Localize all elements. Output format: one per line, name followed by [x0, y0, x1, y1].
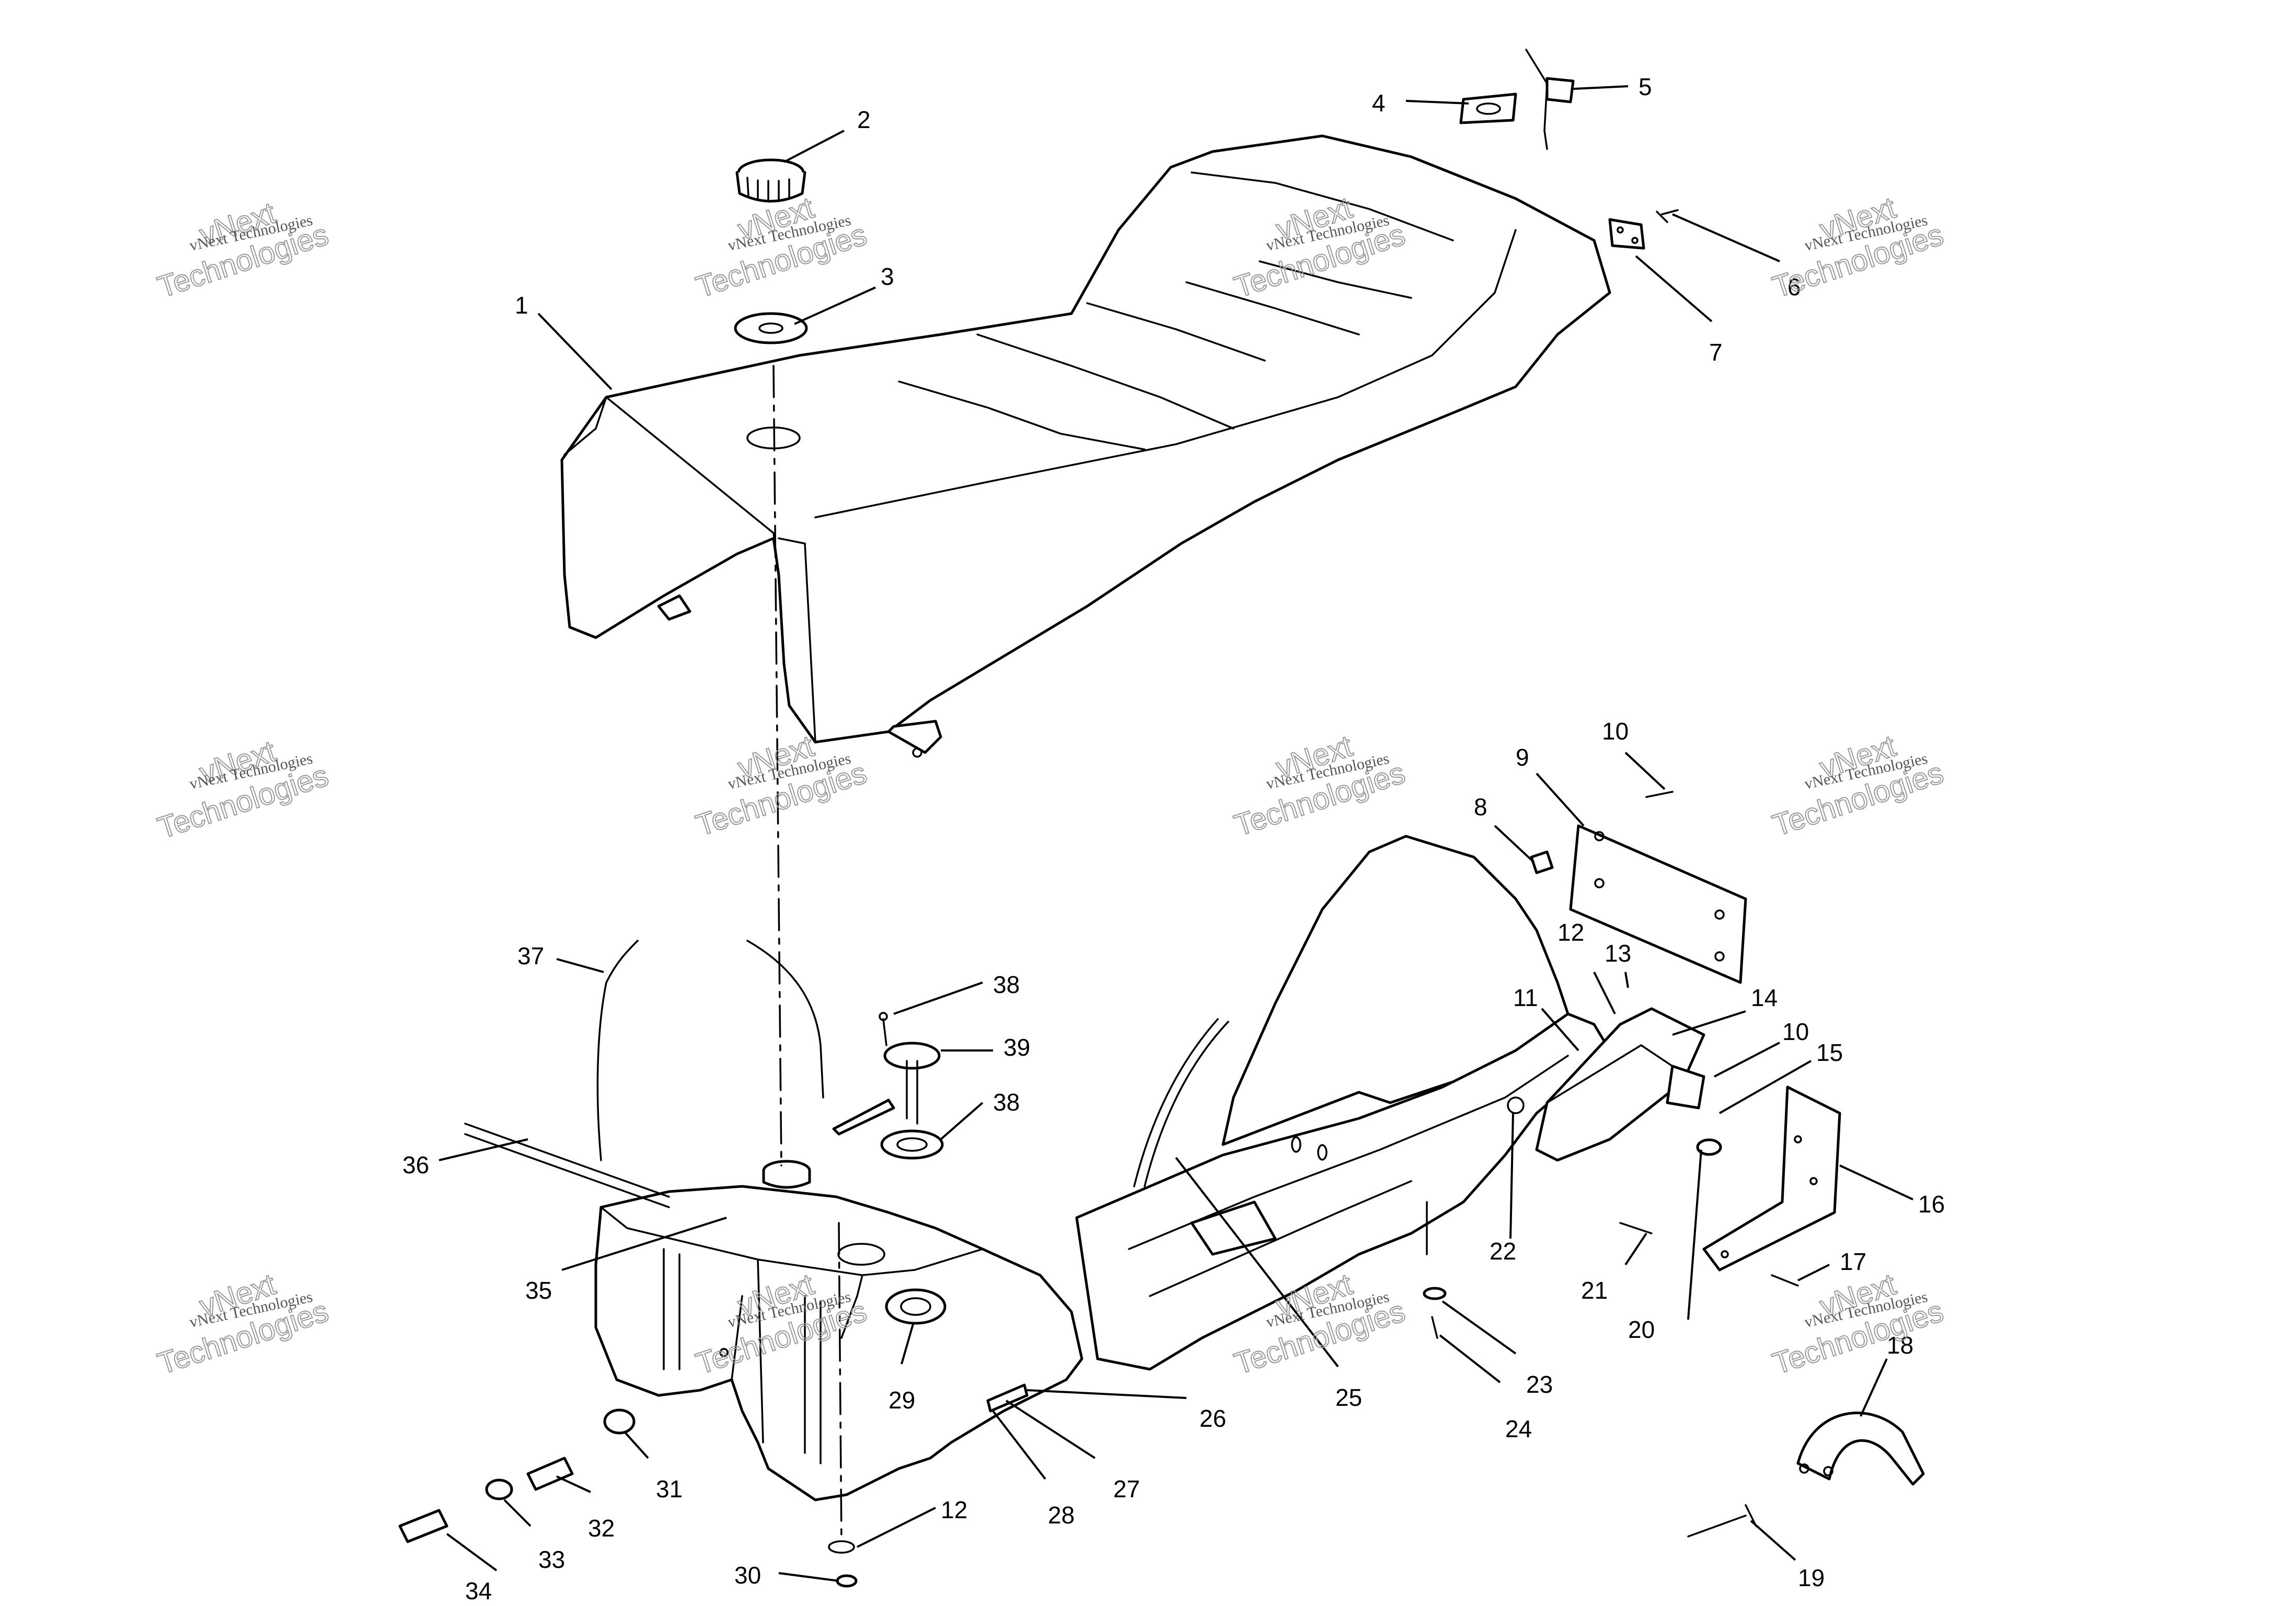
callout-12b: 12 — [941, 1496, 967, 1523]
watermark-1: vNext Technologies vNext Technologies — [153, 195, 333, 305]
watermark-7: vNext Technologies vNext Technologies — [1230, 729, 1410, 844]
leader-lines — [439, 85, 1913, 1582]
bracket-part — [1459, 49, 1575, 150]
callouts: 1 2 3 4 5 6 7 8 9 10 11 12 13 14 10 15 1… — [402, 73, 1945, 1604]
fuel-sender-part — [832, 1012, 944, 1160]
watermark-5: vNext Technologies vNext Technologies — [153, 734, 333, 846]
side-bracket-part — [1702, 1085, 1841, 1272]
callout-39: 39 — [1003, 1034, 1030, 1061]
callout-21: 21 — [1581, 1277, 1608, 1304]
callout-11: 11 — [1513, 984, 1538, 1011]
fuel-tank-part — [594, 1160, 1083, 1501]
plate-part — [1530, 791, 1747, 984]
callout-10a: 10 — [1602, 718, 1629, 745]
callout-37: 37 — [517, 942, 544, 969]
callout-14: 14 — [1751, 984, 1778, 1011]
fittings-part — [398, 1222, 1799, 1588]
callout-7: 7 — [1709, 339, 1723, 366]
taillight-housing-part — [1507, 1007, 1722, 1162]
callout-1: 1 — [515, 292, 528, 319]
callout-9: 9 — [1516, 744, 1529, 771]
fuel-cap-part — [735, 158, 806, 203]
clip-part — [1608, 209, 1679, 250]
callout-5: 5 — [1639, 73, 1652, 100]
callout-20: 20 — [1628, 1316, 1655, 1343]
callout-38a: 38 — [993, 971, 1020, 998]
callout-8: 8 — [1474, 793, 1487, 821]
chassis-part — [1075, 835, 1611, 1371]
callout-22: 22 — [1490, 1238, 1516, 1265]
callout-6: 6 — [1787, 273, 1801, 301]
watermark-6: vNext Technologies vNext Technologies — [691, 729, 871, 844]
assembly-lines — [772, 365, 843, 1543]
callout-27: 27 — [1113, 1475, 1140, 1503]
callout-12a: 12 — [1557, 919, 1584, 946]
hose-part — [464, 940, 1229, 1208]
callout-24: 24 — [1505, 1415, 1532, 1442]
callout-17: 17 — [1840, 1248, 1866, 1275]
callout-33: 33 — [538, 1546, 565, 1573]
callout-29: 29 — [889, 1387, 915, 1414]
callout-31: 31 — [656, 1475, 683, 1503]
callout-19: 19 — [1798, 1564, 1825, 1591]
callout-15: 15 — [1816, 1039, 1843, 1066]
callout-4: 4 — [1372, 89, 1386, 117]
callout-16: 16 — [1918, 1191, 1945, 1218]
callout-10b: 10 — [1782, 1018, 1809, 1045]
callout-3: 3 — [881, 263, 894, 290]
gasket-part — [734, 312, 808, 344]
callout-23: 23 — [1526, 1371, 1553, 1398]
callout-36: 36 — [402, 1151, 429, 1178]
watermark-8: vNext Technologies vNext Technologies — [1768, 729, 1948, 844]
callout-35: 35 — [525, 1277, 552, 1304]
callout-2: 2 — [857, 106, 871, 133]
clamp-part — [1687, 1412, 1925, 1538]
watermark-4: vNext Technologies vNext Technologies — [1768, 190, 1948, 305]
callout-38b: 38 — [993, 1089, 1020, 1116]
callout-25: 25 — [1335, 1384, 1362, 1411]
callout-18: 18 — [1887, 1332, 1913, 1359]
callout-30: 30 — [734, 1562, 761, 1589]
callout-28: 28 — [1048, 1501, 1075, 1529]
watermark-9: vNext Technologies vNext Technologies — [153, 1267, 333, 1382]
callout-26: 26 — [1199, 1405, 1226, 1432]
callout-34: 34 — [465, 1577, 492, 1604]
callout-32: 32 — [588, 1515, 615, 1542]
seat-part — [560, 134, 1611, 758]
watermark-2: vNext Technologies vNext Technologies — [691, 190, 871, 305]
callout-13: 13 — [1605, 940, 1631, 967]
